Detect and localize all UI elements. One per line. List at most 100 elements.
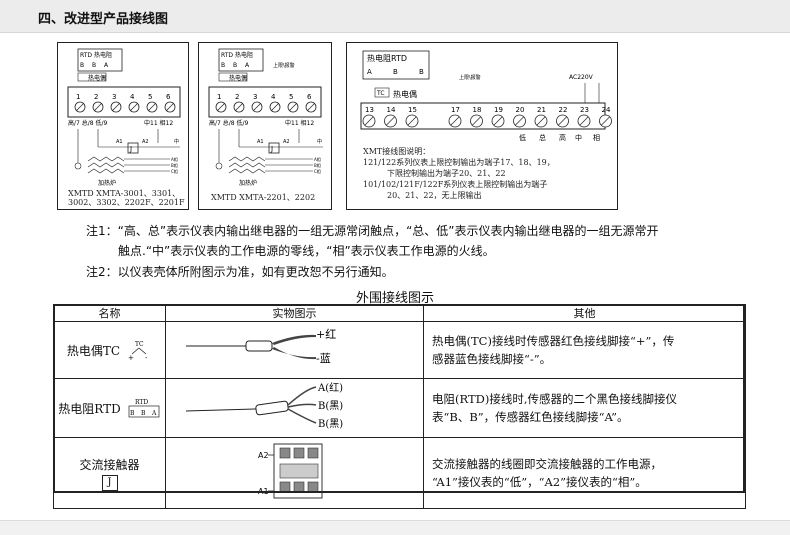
d3-total: 总 xyxy=(539,133,546,142)
table-row: 热电偶TC TC + - +红 -蓝 xyxy=(53,321,746,379)
d2-alarm: 上限\报警 xyxy=(273,62,295,69)
terminal-label: 22 xyxy=(559,106,568,114)
d3-alarm: 上限\报警 xyxy=(459,74,481,81)
d3-tc-heat: 热电偶 xyxy=(393,89,417,99)
contactor-desc-2: “A1”接仪表的“低”，“A2”接仪表的“相”。 xyxy=(432,475,647,489)
terminal-slot xyxy=(166,103,174,111)
terminal-label: 18 xyxy=(473,106,482,114)
d2-bottom-labels: 高/7 总/8 低/9 xyxy=(209,119,249,127)
terminal-slot xyxy=(579,116,589,126)
d1-phase-b: B相 xyxy=(171,162,178,168)
terminal-slot xyxy=(235,103,243,111)
contactor-name: 交流接触器 xyxy=(79,457,140,472)
row-image-tc: +红 -蓝 xyxy=(165,321,424,379)
table-header-row: 名称 实物图示 其他 xyxy=(53,304,746,322)
d1-a1: A1 xyxy=(116,139,123,145)
header-image: 实物图示 xyxy=(165,304,424,322)
row-name-tc: 热电偶TC TC + - xyxy=(53,321,166,379)
d2-a: A xyxy=(245,62,250,69)
terminal-label: 2 xyxy=(94,93,98,101)
terminal-slot xyxy=(76,103,84,111)
rtd-desc-2: 表“B、B”，传感器红色接线脚接“A”。 xyxy=(432,410,629,424)
d1-a: A xyxy=(104,62,109,69)
tc-sym-minus: - xyxy=(145,354,148,361)
d3-zhong: 中 xyxy=(575,133,582,142)
terminal-label: 14 xyxy=(387,106,396,114)
terminal-label: 5 xyxy=(148,93,152,101)
d3-b1: B xyxy=(393,68,398,76)
terminal-label: 3 xyxy=(112,93,116,101)
rtd-desc-1: 电阻(RTD)接线时,传感器的二个黑色接线脚接仪 xyxy=(432,392,677,406)
tc-wire-red: +红 xyxy=(316,328,336,341)
d3-tc: TC xyxy=(376,90,385,97)
d1-caption-1: XMTD XMTA-3001、3301、 xyxy=(68,189,181,198)
rtd-sym-label: RTD xyxy=(135,399,148,406)
tc-desc-1: 热电偶(TC)接线时传感器红色接线脚接“+”，传 xyxy=(432,334,675,348)
terminal-slot xyxy=(515,116,524,126)
peripheral-table: 名称 实物图示 其他 热电偶TC TC + - xyxy=(53,304,746,509)
row-name-rtd: 热电阻RTD RTD B B A xyxy=(53,378,166,438)
rtd-symbol-icon: RTD B B A xyxy=(128,399,160,418)
terminal-label: 17 xyxy=(451,106,460,114)
d1-heater: 加热炉 xyxy=(98,179,116,187)
row-other-rtd: 电阻(RTD)接线时,传感器的二个黑色接线脚接仪 表“B、B”，传感器红色接线脚… xyxy=(423,378,746,438)
d2-phase-b: B相 xyxy=(314,162,321,168)
d3-xiang: 相 xyxy=(593,133,600,142)
d1-b1: B xyxy=(80,62,84,69)
note-2: 注2：以仪表壳体所附图示为准，如有更改恕不另行通知。 xyxy=(86,265,394,279)
row-image-contactor: A2 A1 xyxy=(165,437,424,509)
d1-bottom-right: 中11 相12 xyxy=(144,119,173,127)
contactor-j-icon: J xyxy=(101,474,118,491)
d3-b2: B xyxy=(419,68,424,76)
terminal-slot xyxy=(253,103,261,111)
d1-tc-label: 热电偶 xyxy=(88,74,106,82)
contactor-a2: A2 xyxy=(258,451,269,460)
terminal-label: 23 xyxy=(580,106,589,114)
terminal-label: 19 xyxy=(494,106,503,114)
terminal-slot xyxy=(493,116,503,126)
d2-phase-c: C相 xyxy=(314,168,321,174)
terminal-label: 6 xyxy=(166,93,171,101)
footer-strip xyxy=(0,520,790,535)
d3-caption-3: 下限控制输出为端子20、21、22 xyxy=(387,169,506,178)
terminal-label: 3 xyxy=(253,93,257,101)
d1-phase-c: C相 xyxy=(171,168,178,174)
terminal-label: 20 xyxy=(516,106,525,114)
d3-a: A xyxy=(367,68,372,76)
d1-zhong: 中 xyxy=(174,138,179,145)
d2-caption-1: XMTD XMTA-2201、2202 xyxy=(211,193,316,202)
terminal-slot xyxy=(217,103,225,111)
peripheral-title: 外围接线图示 xyxy=(355,291,434,306)
tc-sym-label: TC xyxy=(135,341,144,348)
terminal-label: 1 xyxy=(76,93,80,101)
tc-sym-plus: + xyxy=(128,354,134,361)
terminal-slot xyxy=(386,116,395,126)
terminal-slot xyxy=(450,116,460,126)
terminal-slot xyxy=(307,103,315,111)
terminal-slot xyxy=(364,116,374,126)
d2-a2: A2 xyxy=(283,139,290,145)
terminal-slot xyxy=(558,116,567,126)
tc-sensor-image: +红 -蓝 xyxy=(186,328,336,365)
d2-tc-label: 热电偶 xyxy=(229,74,247,82)
rtd-wire-a: A(红) xyxy=(317,381,343,394)
d1-bottom-labels: 高/7 总/8 低/9 xyxy=(68,119,108,127)
header-name: 名称 xyxy=(53,304,166,322)
rtd-wire-b2: B(黑) xyxy=(318,418,343,430)
d2-heater: 加热炉 xyxy=(239,179,257,187)
section-title: 四、改进型产品接线图 xyxy=(38,12,169,27)
note-1-line-2: 触点.“中”表示仪表的工作电源的零线，“相”表示仪表工作电源的火线。 xyxy=(118,244,495,258)
terminal-label: 6 xyxy=(307,93,312,101)
terminal-label: 15 xyxy=(408,106,417,114)
terminal-label: 21 xyxy=(537,106,546,114)
table-row: 交流接触器 J A2 A1 xyxy=(53,437,746,509)
terminal-slot xyxy=(472,116,481,126)
terminal-slot xyxy=(289,103,297,111)
d3-rtd-label: 热电阻RTD xyxy=(367,53,407,63)
tc-symbol-icon: TC + - xyxy=(128,341,148,361)
tc-name: 热电偶TC xyxy=(66,343,121,358)
